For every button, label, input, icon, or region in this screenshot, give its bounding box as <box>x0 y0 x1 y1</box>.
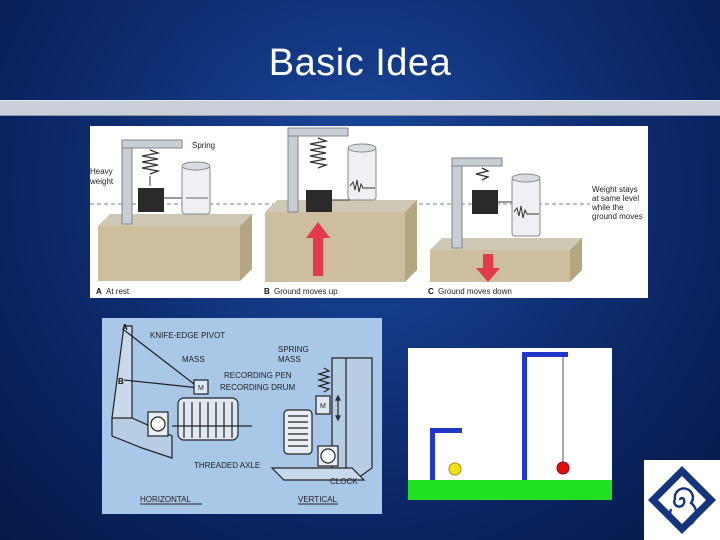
slide-title: Basic Idea <box>268 42 452 84</box>
weight-stays-line-2: at same level <box>592 194 639 203</box>
short-frame <box>430 428 462 480</box>
label-a: A <box>122 323 128 332</box>
horizontal-seismograph <box>111 325 252 459</box>
spiral-icon <box>669 487 698 528</box>
pendulum-diagram <box>408 348 612 500</box>
label-m-left: M <box>198 385 204 392</box>
caption-b-text: Ground moves up <box>274 287 338 296</box>
state-b-ground-up: B Ground moves up <box>264 127 417 296</box>
yellow-ball <box>448 462 462 476</box>
caption-c-letter: C <box>428 287 434 296</box>
title-divider <box>0 100 720 116</box>
label-knife-edge-pivot: KNIFE-EDGE PIVOT <box>150 331 225 340</box>
vertical-seismograph <box>270 357 373 481</box>
label-mass-right: MASS <box>278 355 301 364</box>
label-clock: CLOCK <box>330 477 358 486</box>
tall-frame <box>522 352 568 480</box>
label-b: B <box>118 377 124 386</box>
weight-label: weight <box>90 177 114 186</box>
ground-bar <box>408 480 612 500</box>
label-horizontal: HORIZONTAL <box>140 495 192 504</box>
caption-c-text: Ground moves down <box>438 287 512 296</box>
label-recording-drum: RECORDING DRUM <box>220 383 295 392</box>
caption-a-letter: A <box>96 287 102 296</box>
seismometer-states-illustration: Spring Heavy weight A At rest B Ground m… <box>90 126 648 298</box>
caption-a-text: At rest <box>106 287 130 296</box>
spring-label: Spring <box>192 141 215 150</box>
caption-b-letter: B <box>264 287 270 296</box>
seismograph-schematic: A B KNIFE-EDGE PIVOT MASS M RECORDING PE… <box>102 318 382 514</box>
label-mass-left: MASS <box>182 355 205 364</box>
state-a-at-rest: Spring Heavy weight A At rest <box>90 139 252 296</box>
label-spring: SPRING <box>278 345 309 354</box>
state-c-ground-down: Weight stays at same level while the gro… <box>428 157 643 296</box>
label-threaded-axle: THREADED AXLE <box>194 461 260 470</box>
organization-logo <box>644 460 720 540</box>
heavy-label: Heavy <box>90 167 113 176</box>
weight-stays-line-3: while the <box>591 203 624 212</box>
label-recording-pen: RECORDING PEN <box>224 371 292 380</box>
red-pendulum-bob <box>556 461 570 475</box>
label-vertical: VERTICAL <box>298 495 338 504</box>
label-m-right: M <box>320 403 326 410</box>
weight-stays-line-4: ground moves <box>592 212 643 221</box>
weight-stays-line-1: Weight stays <box>592 185 638 194</box>
